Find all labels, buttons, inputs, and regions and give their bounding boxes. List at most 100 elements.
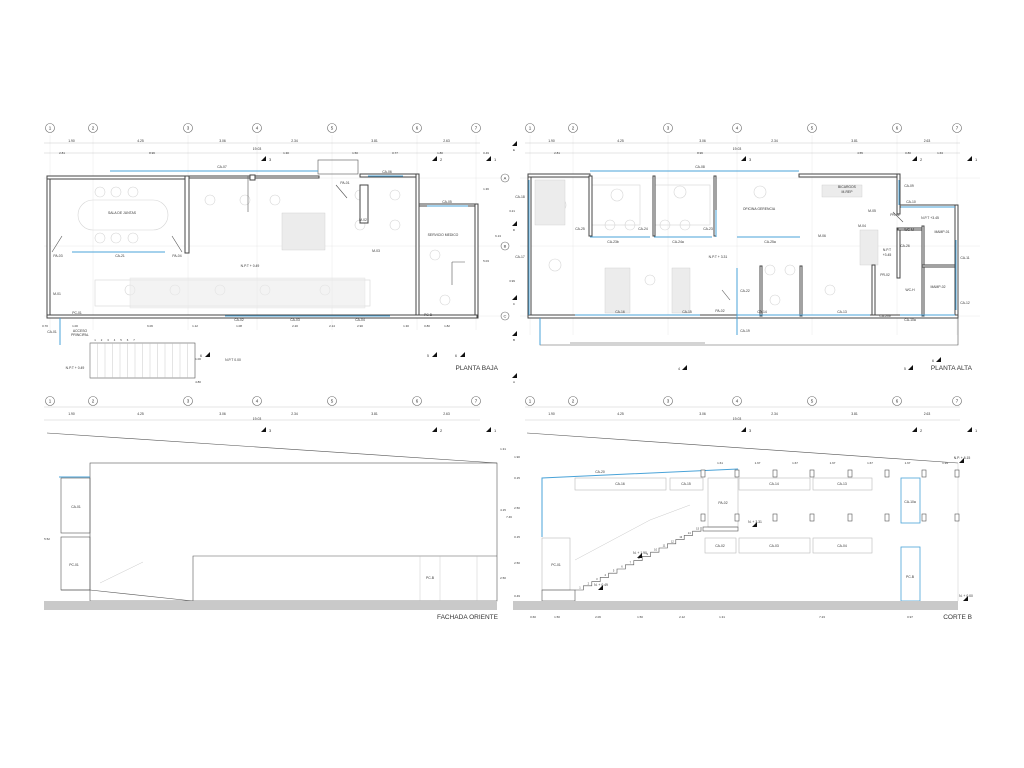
grid-axis-bubble: [525, 123, 535, 133]
pb-sub-dimension: 1.50: [352, 151, 358, 155]
cb-pcb: PC-B: [906, 575, 915, 579]
pa-pr02: PR-02: [880, 273, 890, 277]
pa-ca16: CA-16: [615, 310, 625, 314]
cb-ca10a: CA-10a: [904, 500, 916, 504]
axis-dimension: 4.25: [617, 412, 624, 416]
cb-level: N. + 0.00: [959, 594, 973, 598]
pb-ca07: CA-07: [217, 165, 227, 169]
grid-axis-bubble: [663, 123, 673, 133]
grid-axis-label: 7: [956, 399, 959, 404]
axis-dimension: 2.34: [291, 139, 298, 143]
pa-row-mark: A: [513, 380, 515, 384]
fo-pcb: PC-B: [426, 576, 435, 580]
pa-side-dimension: 3.21: [509, 209, 515, 213]
pb-side-dimension: 4.80: [195, 380, 201, 384]
stair-step-number: 5: [613, 569, 615, 573]
pa-ca18: CA-18: [515, 195, 525, 199]
stair-step-number: 4: [114, 338, 116, 342]
grid-axis-label: 1: [529, 126, 532, 131]
grid-axis-bubble: [183, 396, 193, 406]
axis-dimension: 1.90: [548, 412, 555, 416]
cb-bay-dimension: 1.67: [830, 461, 836, 465]
pa-ca23: CA-23: [703, 227, 713, 231]
pa-ca23b: CA-23b: [607, 240, 619, 244]
cb-level: N. + 0.49: [594, 583, 608, 587]
pa-sub-dimension: 8.96: [697, 151, 703, 155]
cb-bottom-dimension: 7.23: [819, 615, 825, 619]
pb-m02: M-02: [359, 218, 367, 222]
pb-bottom-dimension: 0.80: [424, 324, 430, 328]
pb-level-main: N.P.T + 0.49: [241, 264, 260, 268]
section-marker-label: 2: [440, 428, 443, 433]
pb-marker: 5: [427, 354, 429, 358]
pa-marker: 6: [932, 359, 934, 363]
grid-axis-label: 1: [529, 399, 532, 404]
grid-axis-label: 5: [811, 399, 814, 404]
pa-sub-dimension: 2.81: [554, 151, 560, 155]
cb-bottom-dimension: 1.50: [554, 615, 560, 619]
pa-ca22: CA-22: [740, 289, 750, 293]
pb-sala: SALA DE JUNTAS: [108, 211, 137, 215]
pb-sub-dimension: 2.81: [59, 151, 65, 155]
pb-bottom-dimension: 1.00: [72, 324, 78, 328]
grid-axis-label: 3: [187, 126, 190, 131]
pa-ca12: CA-12: [960, 301, 970, 305]
row-marker-icon: [512, 331, 517, 336]
section-marker-icon: [967, 156, 972, 161]
section-marker-icon: [912, 156, 917, 161]
pa-ca20b: CA-20b: [879, 314, 891, 318]
section-marker-icon: [432, 352, 437, 357]
stair-step-number: 14: [688, 531, 691, 535]
pb-marker: 6: [200, 354, 202, 358]
pb-level-access: N.P.T + 0.49: [66, 366, 85, 370]
pa-pa02: PA-02: [715, 309, 724, 313]
row-axis-bubble: [500, 241, 510, 251]
pa-ca10: CA-10: [906, 200, 916, 204]
grid-axis-label: 4: [256, 399, 259, 404]
axis-dimension: 3.81: [371, 412, 378, 416]
cb-level: N.P. + 6.15: [954, 456, 971, 460]
grid-axis-bubble: [952, 396, 962, 406]
section-marker-label: 2: [920, 428, 923, 433]
pa-level-main: N.P.T + 3.31: [709, 255, 728, 259]
corte-b-title: CORTE B: [943, 614, 972, 621]
grid-axis-label: 7: [475, 399, 478, 404]
cb-bay-dimension: 1.39: [942, 461, 948, 465]
pb-ca06: CA-06: [382, 170, 392, 174]
grid-axis-bubble: [663, 396, 673, 406]
grid-axis-bubble: [252, 123, 262, 133]
stair-step-number: 1: [94, 338, 96, 342]
axis-dimension: 3.81: [851, 139, 858, 143]
cb-level: N. + 1.90: [633, 551, 647, 555]
cb-ca04: CA-04: [837, 544, 847, 548]
cb-bottom-dimension: 1.31: [719, 615, 725, 619]
pb-bottom-dimension: 6.06: [147, 324, 153, 328]
pb-ca21: CA-21: [115, 254, 125, 258]
grid-axis-label: 3: [667, 126, 670, 131]
axis-dimension: 4.25: [137, 412, 144, 416]
pb-medico: SERVICIO MEDICO: [428, 233, 459, 237]
pb-pc01: PC-01: [72, 311, 82, 315]
cb-bottom-dimension: 2.06: [595, 615, 601, 619]
grid-axis-label: 5: [811, 126, 814, 131]
grid-axis-bubble: [471, 396, 481, 406]
pb-pcb: PC-B: [424, 313, 433, 317]
cb-level: N. + 3.31: [748, 520, 762, 524]
axis-dimension: 3.06: [219, 139, 226, 143]
axis-dimension: 2.63: [924, 412, 931, 416]
grid-axis-label: 4: [256, 126, 259, 131]
axis-dimension: 3.06: [699, 412, 706, 416]
total-dimension: 19.03: [733, 417, 742, 421]
pb-ca02: CA-02: [234, 318, 244, 322]
pa-bicargos: BICARGOS: [838, 185, 857, 189]
section-marker-icon: [908, 365, 913, 370]
stair-step-number: 13: [679, 535, 682, 539]
pa-side-dimension: 3.99: [509, 279, 515, 283]
grid-axis-label: 3: [187, 399, 190, 404]
pa-wch: WC-H: [905, 288, 915, 292]
pa-pr01: PR-01: [890, 213, 900, 217]
pb-pa03: PA-03: [53, 254, 62, 258]
fachada-oriente-elevation: [44, 406, 498, 610]
stair-step-number: 6: [127, 338, 129, 342]
pb-ca01: CA-01: [47, 330, 57, 334]
